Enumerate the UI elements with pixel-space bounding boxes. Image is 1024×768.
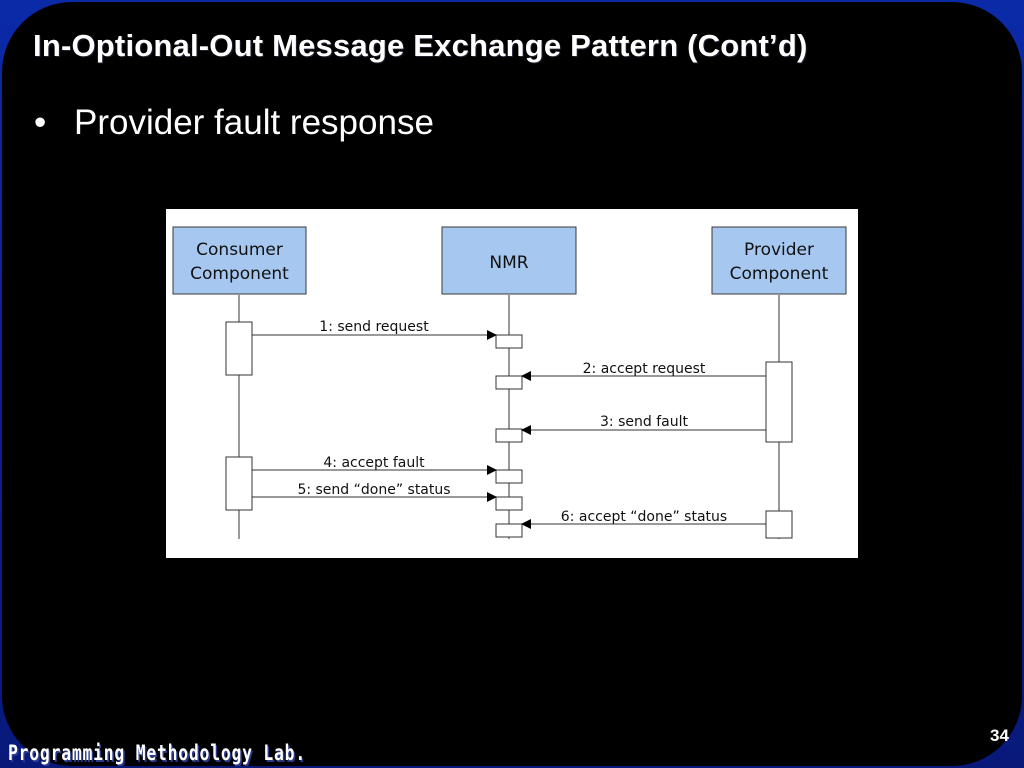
nmr-activation-5: [495, 496, 523, 511]
consumer-label-line1: Consumer: [196, 240, 283, 260]
message-label-2: 2: accept request: [583, 361, 706, 377]
provider-activation-1: [765, 361, 793, 443]
slide-title: In-Optional-Out Message Exchange Pattern…: [33, 28, 808, 63]
message-label-5: 5: send “done” status: [297, 482, 450, 498]
nmr-activation-2: [495, 375, 523, 390]
consumer-box: [172, 226, 307, 295]
message-label-6: 6: accept “done” status: [561, 509, 727, 525]
consumer-label-line2: Component: [190, 264, 289, 284]
provider-activation-2: [765, 510, 793, 539]
message-label-1: 1: send request: [319, 319, 429, 335]
bullet-text: Provider fault response: [74, 103, 434, 142]
provider-label-line2: Component: [730, 264, 829, 284]
nmr-activation-4: [495, 469, 523, 484]
message-label-4: 4: accept fault: [323, 455, 425, 471]
bullet-marker: •: [34, 103, 47, 142]
nmr-box: [441, 226, 577, 295]
sequence-diagram: Consumer Component NMR Provider Componen…: [166, 209, 858, 558]
consumer-activation-1: [225, 321, 253, 376]
sequence-diagram-svg: Consumer Component NMR Provider Componen…: [172, 226, 847, 539]
consumer-activation-2: [225, 456, 253, 511]
provider-label-line1: Provider: [744, 240, 814, 260]
provider-box: [711, 226, 847, 295]
bullet-item: • Provider fault response: [34, 103, 434, 143]
nmr-activation-3: [495, 428, 523, 443]
nmr-activation-1: [495, 334, 523, 349]
footer-lab-name: Programming Methodology Lab.: [8, 741, 306, 765]
page-number: 34: [990, 726, 1009, 745]
nmr-activation-6: [495, 523, 523, 538]
message-label-3: 3: send fault: [600, 414, 688, 430]
nmr-label: NMR: [489, 253, 528, 273]
